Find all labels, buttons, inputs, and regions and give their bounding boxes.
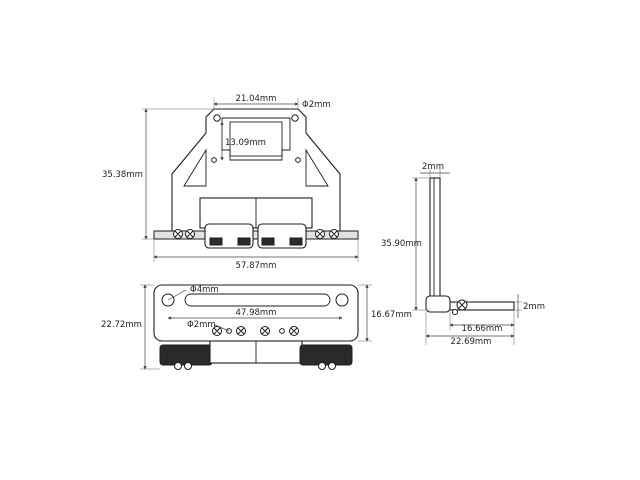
side-saddle [425,295,451,313]
side-view: 2mm 35.90mm 2mm 16.66mm 22.69mm [381,162,545,347]
top-lower-block-left [159,344,213,366]
dim-side-overall-height: 35.90mm [381,239,422,249]
dim-slot-hole-diameter: Φ4mm [190,285,219,295]
dim-top-slot-width: 21.04mm [236,94,277,104]
screw [174,362,182,370]
screw [328,362,336,370]
dim-hole-diameter-front: Φ2mm [302,100,331,110]
dim-screw-hole-diameter: Φ2mm [187,320,216,330]
right-end-hole [335,293,349,307]
screw [184,362,192,370]
dim-slot-length: 47.98mm [236,308,277,318]
dim-top-overall-height: 22.72mm [101,320,142,330]
long-slot [184,293,331,307]
dim-front-overall-width: 57.87mm [236,261,277,271]
dim-foot-length: 16.66mm [462,324,503,334]
screw [318,362,326,370]
left-mount-hole [213,114,221,122]
side-small-screw [452,309,458,315]
dim-plate-height: 16.67mm [371,310,412,320]
saddle-right-insert [289,237,303,246]
top-lower-block-right [299,344,353,366]
inner-window-frame [229,121,283,157]
dim-window-height: 13.09mm [225,138,266,148]
screw [279,328,285,334]
saddle-center-insert-b [261,237,275,246]
side-vertical-plate [429,177,441,303]
top-screws [212,326,299,336]
dim-front-overall-height: 35.38mm [102,170,143,180]
dim-foot-thickness: 2mm [523,302,545,312]
center-window [221,117,291,161]
dim-side-overall-depth: 22.69mm [451,337,492,347]
top-view: Φ4mm 47.98mm Φ2mm 22.72mm 16.67mm [101,284,412,370]
left-small-hole [211,157,217,163]
right-triangle-cutout [305,148,329,187]
right-mount-hole [291,114,299,122]
front-screws [173,229,339,239]
saddle-left-insert [209,237,223,246]
dim-plate-thickness: 2mm [422,162,444,172]
right-small-hole [295,157,301,163]
front-base-bar [153,230,359,240]
front-view: 21.04mm Φ2mm 13.09mm 35.38mm 57.87mm [102,94,359,271]
left-triangle-cutout [183,148,207,187]
saddle-center-insert-a [237,237,251,246]
